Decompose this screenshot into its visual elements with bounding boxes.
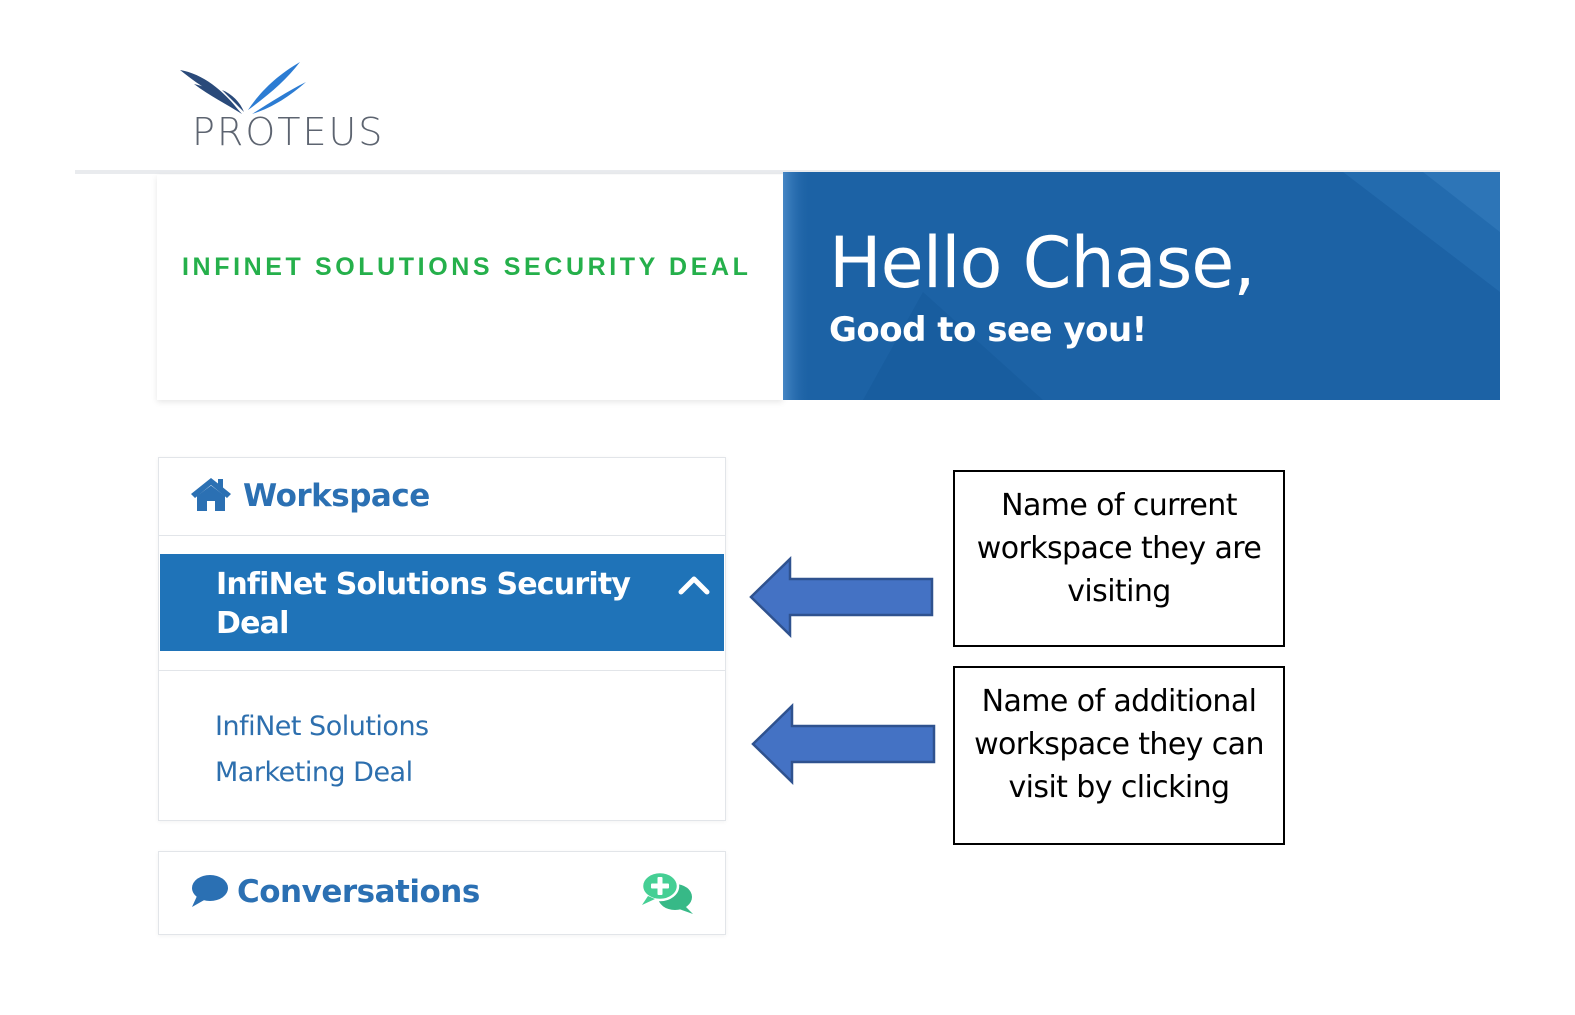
workspace-panel-title: Workspace (243, 478, 430, 514)
annotation-additional-workspace: Name of additional workspace they can vi… (953, 666, 1285, 845)
add-conversation-icon[interactable] (639, 869, 695, 915)
chat-bubble-icon (192, 875, 228, 907)
chevron-up-icon[interactable] (678, 574, 710, 596)
annotation-current-workspace: Name of current workspace they are visit… (953, 470, 1285, 647)
annotation-current-text: Name of current workspace they are visit… (976, 488, 1262, 609)
deal-title: INFINET SOLUTIONS SECURITY DEAL (182, 253, 752, 281)
other-workspace-link[interactable]: InfiNet Solutions Marketing Deal (215, 711, 429, 788)
current-workspace-label: InfiNet Solutions Security Deal (216, 567, 631, 641)
workspace-panel: Workspace InfiNet Solutions Security Dea… (158, 457, 726, 821)
conversations-title: Conversations (237, 874, 480, 910)
deal-title-card: INFINET SOLUTIONS SECURITY DEAL (157, 175, 783, 400)
annotation-additional-text: Name of additional workspace they can vi… (974, 684, 1264, 805)
greeting-heading: Hello Chase, (829, 222, 1256, 304)
annotation-arrow-current-icon (749, 556, 934, 638)
proteus-logo[interactable]: PROTEUS (178, 60, 388, 160)
logo-text: PROTEUS (192, 110, 385, 154)
workspace-panel-header[interactable]: Workspace (159, 458, 725, 536)
current-workspace-item[interactable]: InfiNet Solutions Security Deal (160, 554, 724, 651)
greeting-banner: Hello Chase, Good to see you! (783, 172, 1500, 400)
proteus-wings-logo-icon (180, 62, 306, 114)
banner-decoration (783, 172, 1500, 400)
greeting-subheading: Good to see you! (829, 310, 1147, 350)
conversations-panel[interactable]: Conversations (158, 851, 726, 935)
workspace-divider (159, 670, 725, 671)
home-icon (191, 478, 231, 511)
annotation-arrow-additional-icon (751, 703, 936, 785)
